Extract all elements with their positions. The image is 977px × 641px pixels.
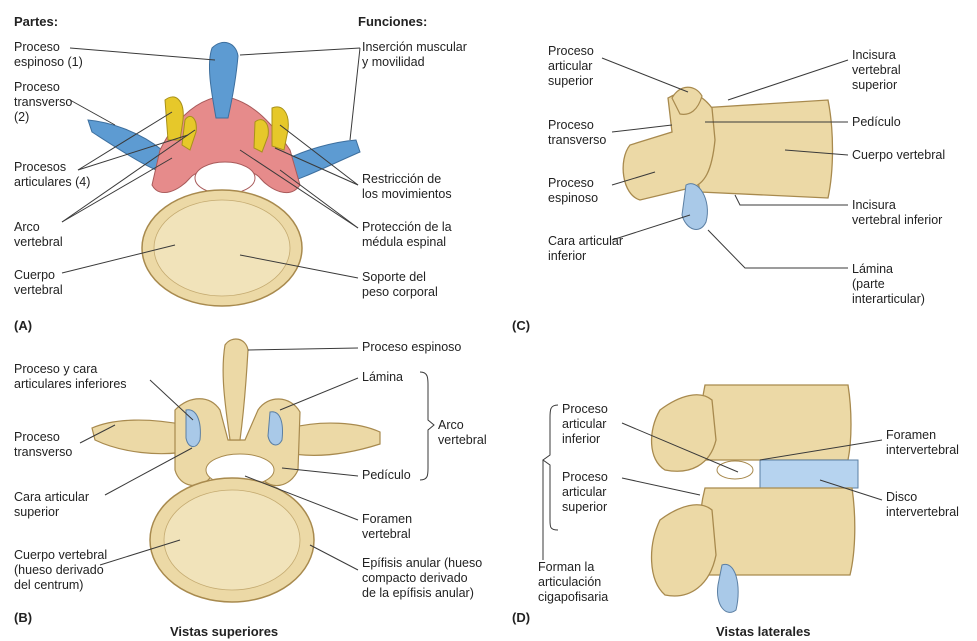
d-disc (760, 460, 858, 488)
c-label-spinous: Proceso espinoso (548, 176, 598, 206)
caption-lateral: Vistas laterales (716, 624, 810, 639)
d-body-lower (700, 488, 855, 575)
b-label-body: Cuerpo vertebral (hueso derivado del cen… (14, 548, 107, 593)
b-label-epiphysis: Epífisis anular (hueso compacto derivado… (362, 556, 482, 601)
a-body-inner (154, 200, 290, 296)
c-label-inf-notch: Incisura vertebral inferior (852, 198, 942, 228)
panel-c-letter: (C) (512, 318, 530, 333)
b-label-inf-art: Proceso y cara articulares inferiores (14, 362, 127, 392)
c-label-lamina: Lámina (parte interarticular) (852, 262, 925, 307)
d-foramen (717, 461, 753, 479)
d-label-foramen: Foramen intervertebral (886, 428, 959, 458)
a-label-protect: Protección de la médula espinal (362, 220, 452, 250)
b-label-sup-art: Cara articular superior (14, 490, 89, 520)
b-label-pedicle: Pedículo (362, 468, 411, 483)
vertebra-b (92, 339, 380, 602)
a-articular-left-1 (165, 97, 183, 140)
a-label-spinous: Proceso espinoso (1) (14, 40, 83, 70)
b-label-spinous: Proceso espinoso (362, 340, 461, 355)
parts-header: Partes: (14, 14, 58, 29)
vertebra-a-colored (88, 42, 360, 306)
d-label-disc: Disco intervertebral (886, 490, 959, 520)
d-label-inf-art: Proceso articular inferior (562, 402, 608, 447)
a-foramen (195, 162, 255, 194)
a-label-transverse: Proceso transverso (2) (14, 80, 72, 125)
b-label-transverse: Proceso transverso (14, 430, 72, 460)
c-label-transverse: Proceso transverso (548, 118, 606, 148)
b-label-lamina: Lámina (362, 370, 403, 385)
a-label-support: Soporte del peso corporal (362, 270, 438, 300)
vertebra-c (623, 87, 832, 229)
panel-a-letter: (A) (14, 318, 32, 333)
c-label-inf-face: Cara articular inferior (548, 234, 623, 264)
a-label-restrict: Restricción de los movimientos (362, 172, 452, 202)
b-label-foramen: Foramen vertebral (362, 512, 412, 542)
vertebra-d (652, 385, 858, 612)
a-label-muscle: Inserción muscular y movilidad (362, 40, 467, 70)
b-label-arch: Arco vertebral (438, 418, 487, 448)
panel-d-letter: (D) (512, 610, 530, 625)
panel-b-letter: (B) (14, 610, 32, 625)
b-body-inner (164, 490, 300, 590)
d-label-joint: Forman la articulación cigapofisaria (538, 560, 608, 605)
c-label-pedicle: Pedículo (852, 115, 901, 130)
d-label-sup-art: Proceso articular superior (562, 470, 608, 515)
functions-header: Funciones: (358, 14, 427, 29)
d-posterior-upper (652, 395, 716, 471)
a-label-body: Cuerpo vertebral (14, 268, 63, 298)
a-label-arch: Arco vertebral (14, 220, 63, 250)
c-label-sup-art: Proceso articular superior (548, 44, 594, 89)
c-label-sup-notch: Incisura vertebral superior (852, 48, 901, 93)
b-spinous (223, 339, 248, 440)
caption-superior: Vistas superiores (170, 624, 278, 639)
c-body (696, 100, 833, 198)
d-posterior-lower (652, 505, 716, 596)
a-label-articular: Procesos articulares (4) (14, 160, 90, 190)
c-label-body: Cuerpo vertebral (852, 148, 945, 163)
